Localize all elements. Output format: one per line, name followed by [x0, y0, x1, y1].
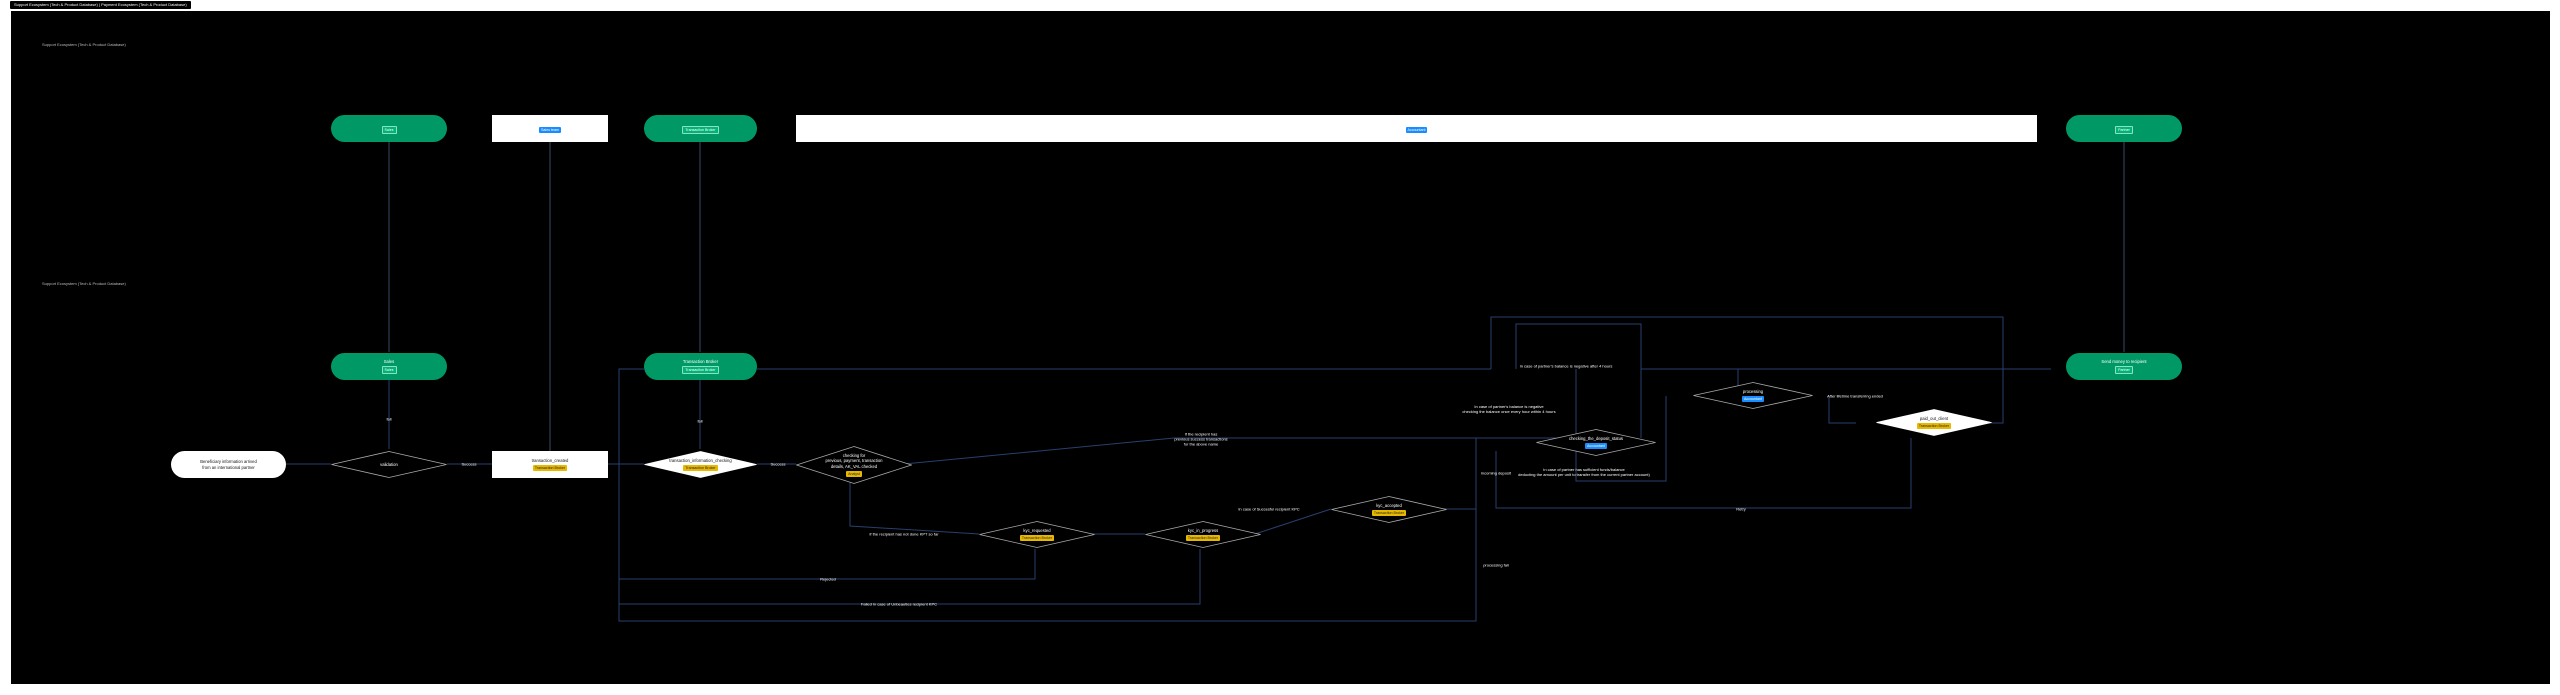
paid-out-gateway[interactable]: paid_out_client Transaction Broker — [1876, 409, 1992, 436]
kyc-accepted-gateway[interactable]: kyc_accepted Transaction Broker — [1331, 496, 1447, 523]
validation-gateway[interactable]: validation — [331, 451, 447, 478]
edge-label-fail-2: fail — [697, 418, 703, 424]
diagram-canvas: Support Ecosystem (Tech & Product Databa… — [11, 11, 2550, 684]
paid-out-tag: Transaction Broker — [1916, 423, 1952, 430]
send-money-node-title: Send money to recipient — [2101, 358, 2147, 364]
edge-label-neg-balance-4h: In case of partner's balance is negative… — [1519, 363, 1613, 369]
transaction-created-node[interactable]: transaction_created Transaction Broker — [492, 451, 608, 478]
partner-lane-node[interactable]: Partner — [2066, 115, 2182, 142]
edge-label-success-2: Success — [770, 461, 786, 467]
checking-for-line-3: details, AK_VAL checked — [830, 463, 878, 469]
partner-tag: Partner — [2115, 125, 2133, 134]
edge-label-kyc-fpt: if the recipient has not done KPT so far — [869, 531, 939, 537]
checking-for-line-2: previous, payment, transaction — [825, 458, 883, 464]
sales-tag: Sales — [381, 125, 397, 134]
start-line-2: from an international partner — [202, 464, 255, 470]
paid-out-title: paid_out_client — [1919, 415, 1949, 421]
sales-team-lane-node[interactable]: Sales team — [492, 115, 608, 142]
start-event[interactable]: Beneficiary information arrived from an … — [171, 451, 286, 478]
checking-for-tag: Analyst — [846, 471, 862, 478]
tx-info-checking-tag: Transaction Broker — [683, 465, 718, 472]
kyc-requested-tag: Transaction Broker — [1019, 535, 1055, 542]
transaction-broker-node-title: Transaction Broker — [682, 358, 719, 364]
transaction-broker-lane-node[interactable]: Transaction Broker — [644, 115, 757, 142]
send-money-node-tag: Partner — [2115, 366, 2133, 375]
sales-team-tag: Sales team — [539, 126, 561, 133]
kyc-requested-gateway[interactable]: kyc_requested Transaction Broker — [979, 521, 1095, 548]
edge-label-sufficient: In case of partner has sufficient funds/… — [1518, 467, 1650, 477]
transaction-created-tag: Transaction Broker — [532, 465, 568, 472]
transaction-broker-tag: Transaction Broker — [682, 125, 719, 134]
kyc-in-progress-tag: Transaction Broker — [1185, 535, 1221, 542]
validation-label: validation — [380, 461, 398, 467]
kyc-accepted-tag: Transaction Broker — [1371, 510, 1407, 517]
kyc-in-progress-title: kyc_in_progress — [1187, 527, 1219, 533]
processing-gateway[interactable]: processing Accountant — [1693, 382, 1813, 409]
transaction-created-title: transaction_created — [531, 457, 569, 463]
edge-label-after-transfer: After lifetime transferring ended — [1827, 393, 1883, 399]
checking-deposit-gateway[interactable]: checking_the_deposit_status Accountant — [1536, 429, 1656, 456]
edge-label-incoming-deposit: incoming deposit — [1480, 470, 1512, 476]
checking-for-line-1: checking for — [842, 452, 866, 458]
accountant-lane-node[interactable]: Accountant — [796, 115, 2037, 142]
edge-label-rejected: Rejected — [820, 576, 836, 582]
sales-node-title: Sales — [383, 358, 395, 364]
kyc-accepted-title: kyc_accepted — [1376, 502, 1402, 508]
edge-label-fail-1: fail — [386, 416, 392, 422]
kyc-requested-title: kyc_requested — [1023, 527, 1051, 533]
start-line-1: Beneficiary information arrived — [200, 458, 257, 464]
lane-label-top: Support Ecosystem (Tech & Product Databa… — [42, 42, 126, 47]
edge-label-retry: Retry — [1736, 506, 1746, 512]
edge-label-success-1: Success — [461, 461, 477, 467]
lane-label-bottom: Support Ecosystem (Tech & Product Databa… — [42, 281, 126, 286]
accountant-tag: Accountant — [1405, 126, 1428, 133]
processing-tag: Accountant — [1742, 396, 1764, 403]
edge-label-kyc-success: In case of Succesful recipient KPC — [1238, 506, 1300, 512]
transaction-broker-node-tag: Transaction Broker — [682, 366, 719, 375]
edge-label-incoming-fail: processing fail — [1483, 562, 1509, 568]
processing-title: processing — [1742, 388, 1764, 394]
checking-deposit-tag: Accountant — [1585, 443, 1607, 450]
tx-info-checking-title: transaction_information_checking — [669, 457, 732, 463]
sales-lane-node[interactable]: Sales — [331, 115, 447, 142]
edge-label-failed-kyc: Failed in case of Unbeauties recipient K… — [860, 601, 938, 607]
transaction-broker-node[interactable]: Transaction Broker Transaction Broker — [644, 353, 757, 380]
kyc-in-progress-gateway[interactable]: kyc_in_progress Transaction Broker — [1145, 521, 1261, 548]
edge-label-prev-tx: If the recipient has previous success tr… — [1174, 431, 1228, 447]
diagram-title: Support Ecosystem (Tech & Product Databa… — [10, 1, 191, 9]
checking-deposit-title: checking_the_deposit_status — [1568, 435, 1623, 441]
sales-node[interactable]: Sales Sales — [331, 353, 447, 380]
send-money-node[interactable]: Send money to recipient Partner — [2066, 353, 2182, 380]
checking-for-gateway[interactable]: checking for previous, payment, transact… — [796, 446, 912, 484]
tx-info-checking-gateway[interactable]: transaction_information_checking Transac… — [644, 451, 757, 478]
connector-lines — [286, 142, 2125, 622]
sales-node-tag: Sales — [381, 366, 397, 375]
edge-label-neg-balance: In case of partner's balance is negative… — [1462, 404, 1556, 414]
